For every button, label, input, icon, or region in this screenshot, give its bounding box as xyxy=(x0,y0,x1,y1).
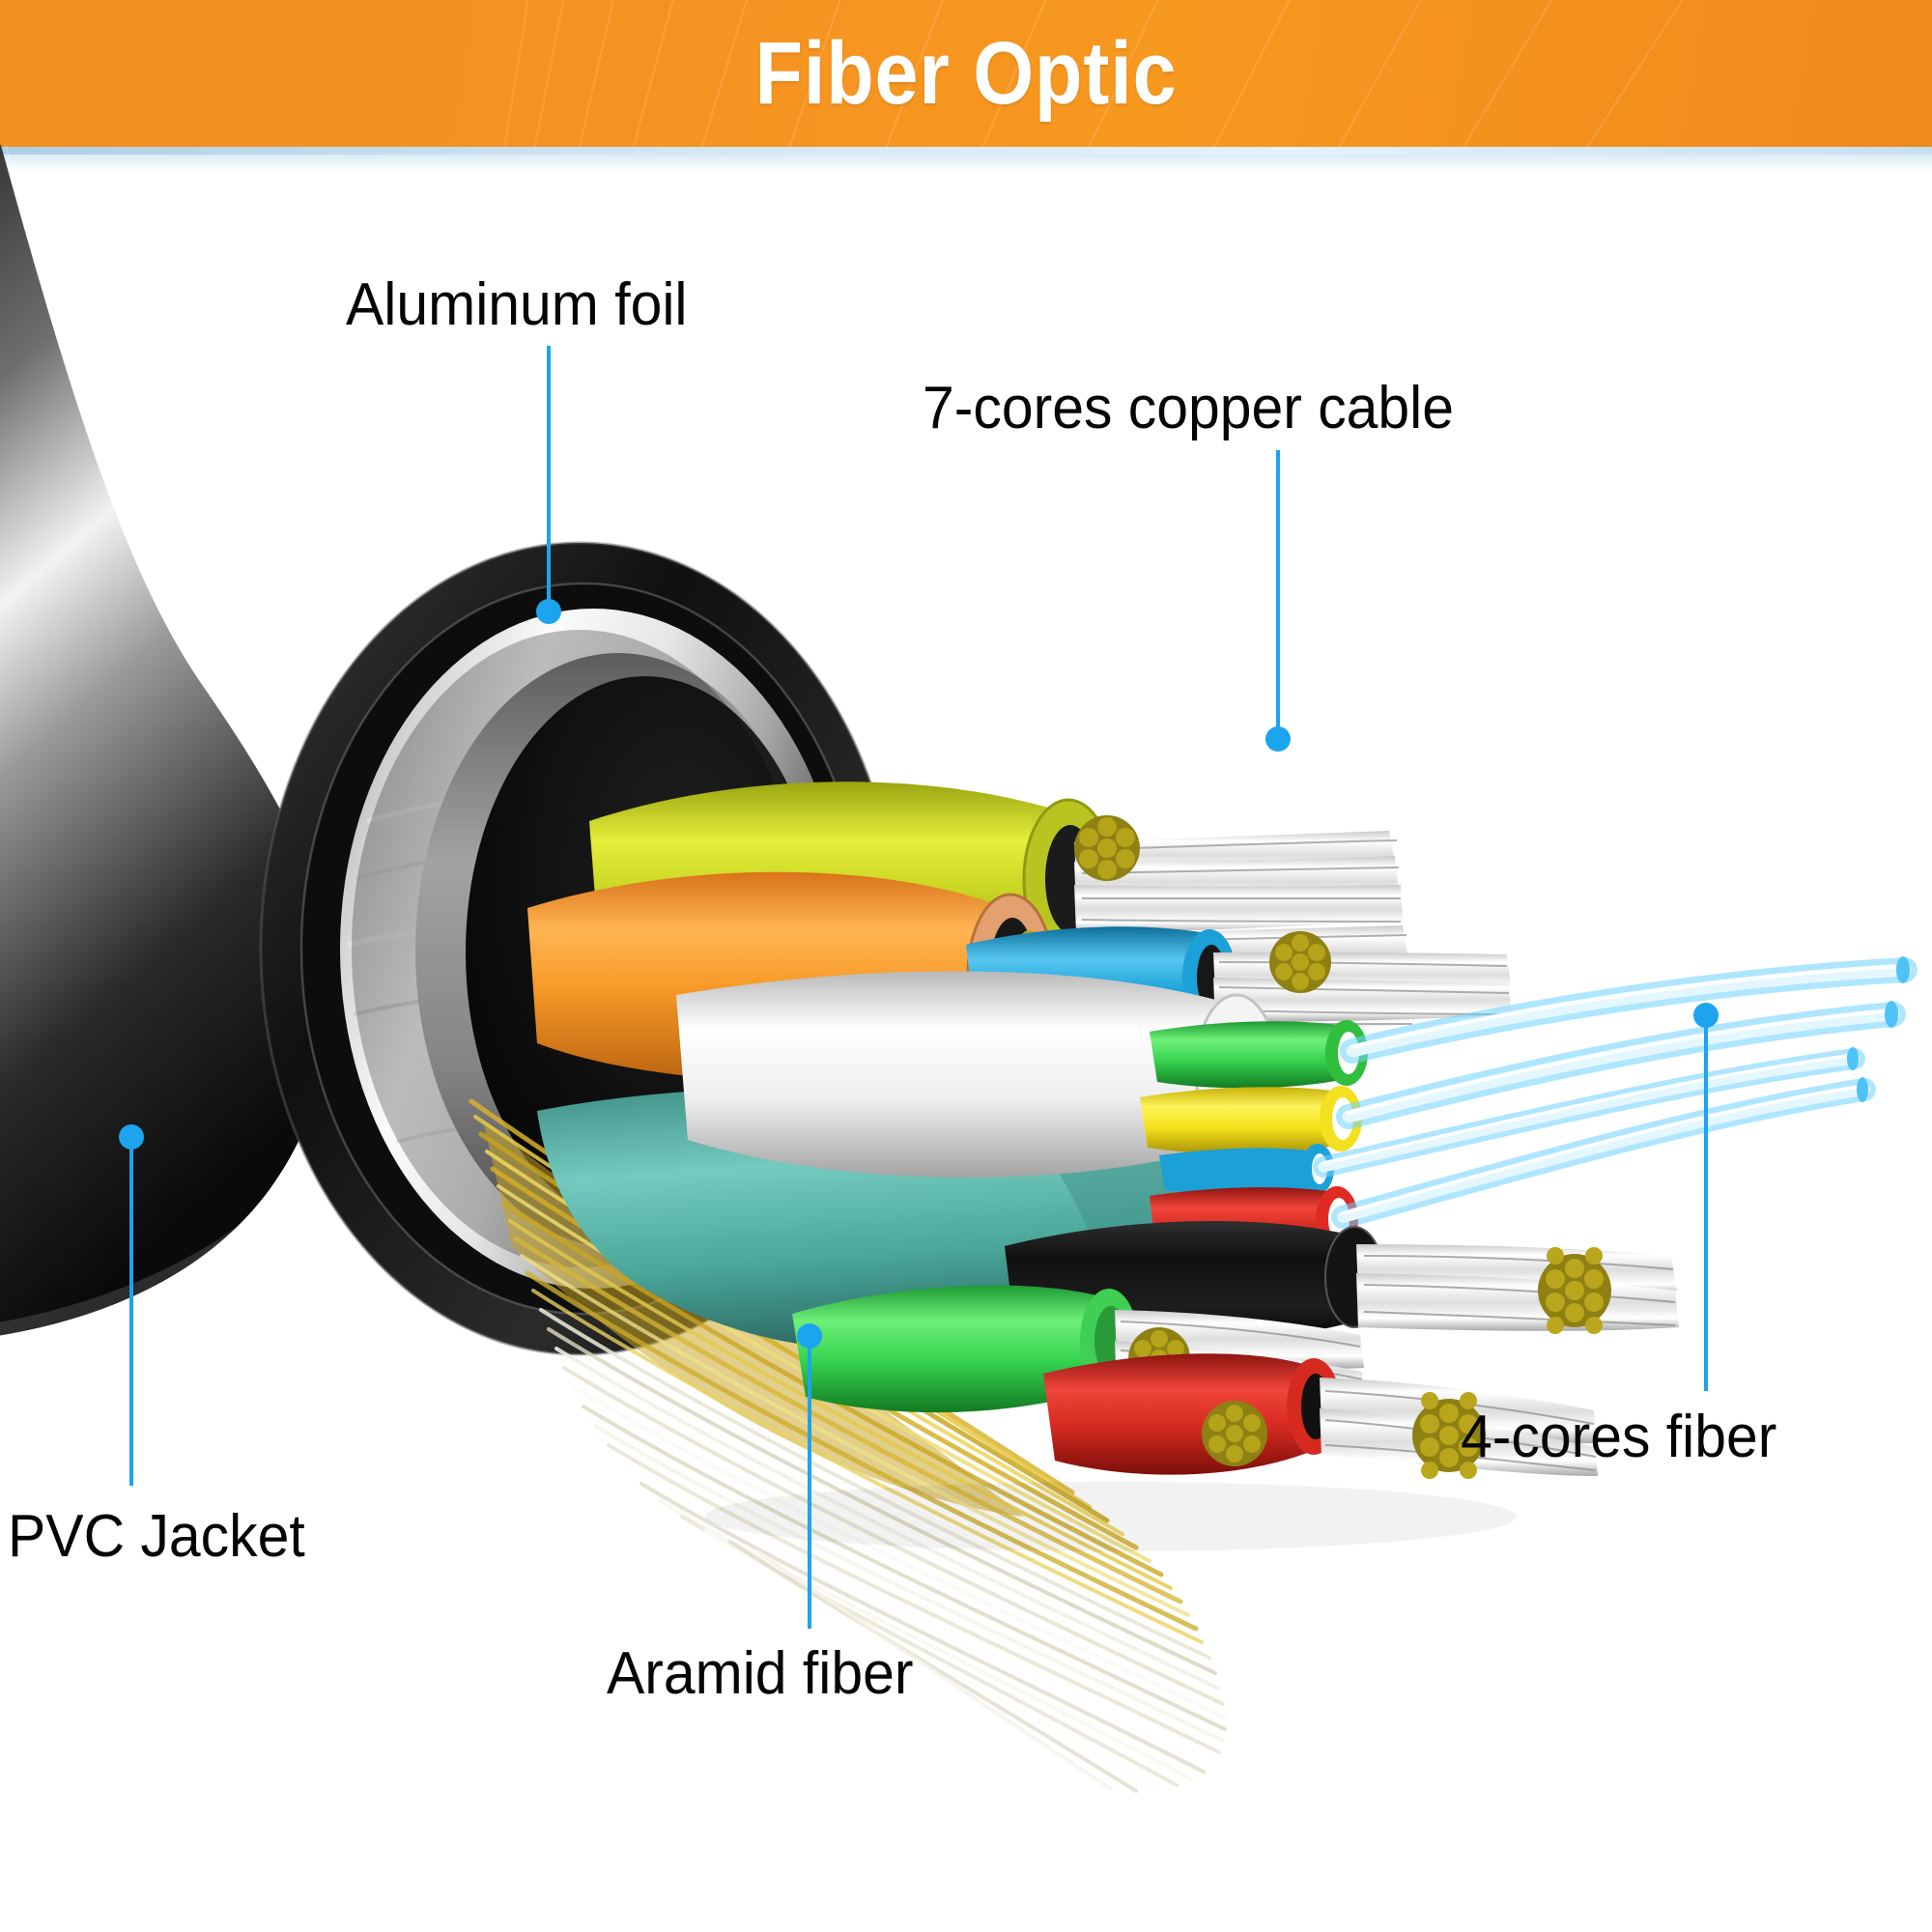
callout-label-pvc-jacket: PVC Jacket xyxy=(8,1503,305,1570)
optical-fiber-strands xyxy=(1313,956,1918,1229)
header-banner: Fiber Optic xyxy=(0,0,1932,147)
callout-label-copper-cable: 7-cores copper cable xyxy=(923,375,1455,441)
copper-cross-section-dot-6 xyxy=(1202,1401,1267,1466)
callout-label-4-cores-fiber: 4-cores fiber xyxy=(1461,1404,1777,1470)
header-underline-strip xyxy=(0,147,1932,172)
callout-label-aramid-fiber: Aramid fiber xyxy=(607,1640,914,1707)
cable-cutaway-illustration xyxy=(0,145,1932,1932)
copper-cross-section-dot-7 xyxy=(1412,1392,1486,1479)
copper-cross-section-dot-3 xyxy=(1269,931,1331,993)
page-title: Fiber Optic xyxy=(754,24,1178,123)
copper-cross-section-dot-1 xyxy=(1074,815,1140,881)
copper-cross-section-dot-4 xyxy=(1538,1247,1611,1334)
callout-label-aluminum-foil: Aluminum foil xyxy=(346,271,688,338)
conductor-red-lower xyxy=(1043,1353,1598,1479)
